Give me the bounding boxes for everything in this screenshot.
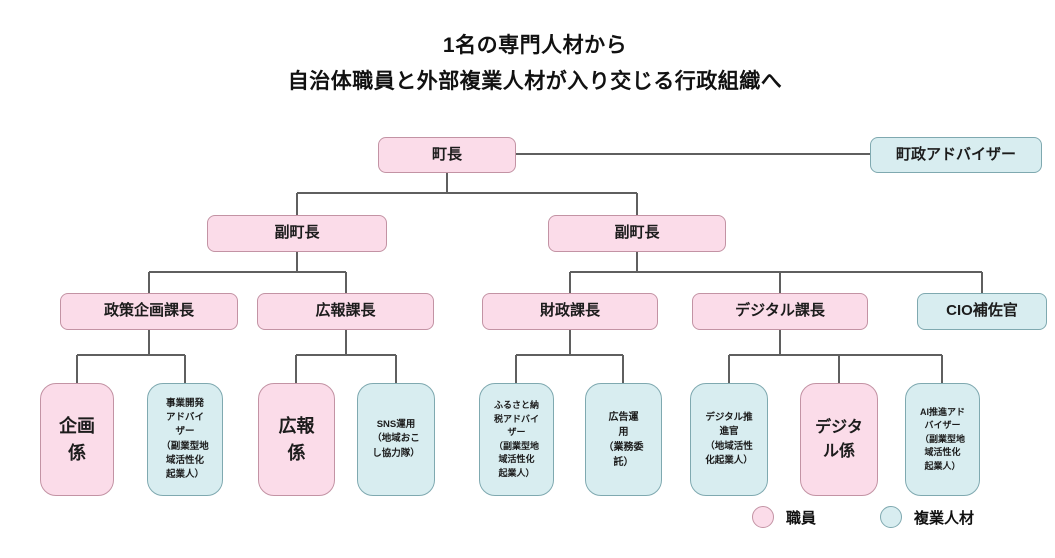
- connector-line: [636, 193, 638, 215]
- connector-line: [149, 271, 346, 273]
- connector-line: [569, 272, 571, 293]
- legend-item-external: 複業人材: [880, 506, 974, 528]
- connector-line: [570, 271, 982, 273]
- org-node-pr-chief: 広報課長: [257, 293, 434, 330]
- connector-line: [941, 355, 943, 383]
- connector-line: [296, 193, 298, 215]
- org-node-furusato-advisor: ふるさと納 税アドバイ ザー （副業型地 域活性化 起業人）: [479, 383, 554, 496]
- org-node-deputy-mayor-2: 副町長: [548, 215, 726, 252]
- connector-line: [395, 355, 397, 383]
- legend-label-staff: 職員: [786, 509, 817, 527]
- chart-title: 1名の専門人材から 自治体職員と外部複業人材が入り交じる行政組織へ: [0, 28, 1055, 99]
- org-node-ad-ops: 広告運 用 （業務委 託）: [585, 383, 662, 496]
- connector-line: [838, 355, 840, 383]
- connector-line: [76, 355, 78, 383]
- connector-line: [636, 252, 638, 272]
- connector-line: [446, 173, 448, 193]
- connector-line: [184, 355, 186, 383]
- connector-line: [77, 354, 185, 356]
- connector-line: [981, 272, 983, 293]
- chart-title-line1: 1名の専門人材から: [442, 34, 628, 57]
- connector-line: [148, 330, 150, 355]
- org-node-deputy-mayor-1: 副町長: [207, 215, 387, 252]
- connector-line: [516, 354, 623, 356]
- org-node-mayor: 町長: [378, 137, 516, 173]
- external-color-swatch: [880, 506, 903, 528]
- org-node-sns-ops: SNS運用 （地域おこ し協力隊）: [357, 383, 435, 496]
- legend: 職員 複業人材: [752, 506, 974, 528]
- connector-line: [345, 330, 347, 355]
- connector-line: [622, 355, 624, 383]
- org-node-planning-staff: 企画 係: [40, 383, 114, 496]
- connector-line: [297, 192, 637, 194]
- staff-color-swatch: [752, 506, 774, 528]
- connector-line: [296, 252, 298, 272]
- org-node-digital-chief: デジタル課長: [692, 293, 868, 330]
- connector-line: [515, 355, 517, 383]
- org-node-policy-chief: 政策企画課長: [60, 293, 238, 330]
- org-node-digital-staff: デジタ ル係: [800, 383, 878, 496]
- org-node-ai-advisor: AI推進アド バイザー （副業型地 域活性化 起業人）: [905, 383, 980, 496]
- org-node-cio-aide: CIO補佐官: [917, 293, 1047, 330]
- org-node-pr-staff: 広報 係: [258, 383, 335, 496]
- connector-line: [729, 354, 942, 356]
- connector-line: [569, 330, 571, 355]
- org-node-town-advisor: 町政アドバイザー: [870, 137, 1042, 173]
- connector-line: [296, 354, 396, 356]
- org-node-digital-promoter: デジタル推 進官 （地域活性 化起業人）: [690, 383, 768, 496]
- connector-line: [779, 330, 781, 355]
- connector-line: [148, 272, 150, 293]
- legend-label-external: 複業人材: [914, 509, 975, 527]
- legend-item-staff: 職員: [752, 506, 816, 528]
- chart-title-line2: 自治体職員と外部複業人材が入り交じる行政組織へ: [287, 69, 783, 93]
- connector-line: [345, 272, 347, 293]
- org-node-bizdev-advisor: 事業開発 アドバイ ザー （副業型地 域活性化 起業人）: [147, 383, 223, 496]
- org-node-finance-chief: 財政課長: [482, 293, 658, 330]
- connector-line: [779, 272, 781, 293]
- connector-line: [728, 355, 730, 383]
- connector-line: [516, 153, 870, 155]
- connector-line: [295, 355, 297, 383]
